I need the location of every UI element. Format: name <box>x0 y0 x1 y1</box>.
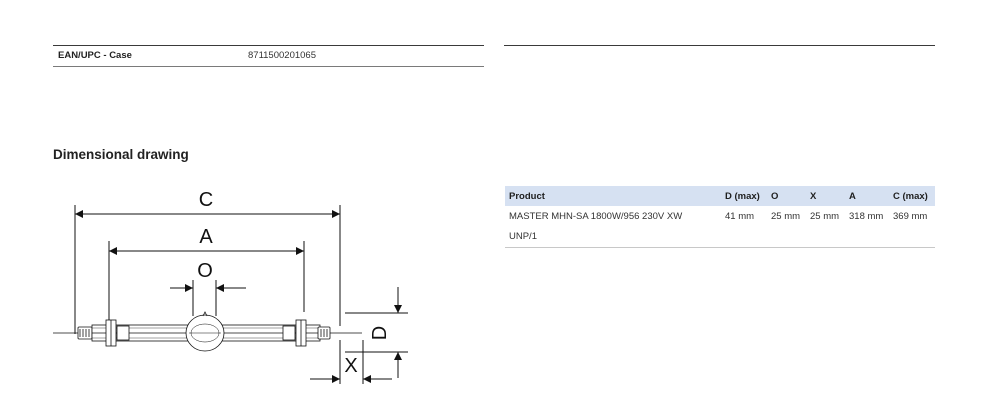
ean-bottom-rule <box>53 66 484 67</box>
section-title: Dimensional drawing <box>53 147 189 162</box>
ean-value: 8711500201065 <box>248 50 316 61</box>
td-c-max: 369 mm <box>893 211 928 222</box>
top-rule-right <box>504 45 935 46</box>
table-bottom-rule <box>505 247 935 248</box>
th-x: X <box>810 191 817 202</box>
td-product-line2: UNP/1 <box>509 231 537 242</box>
th-a: A <box>849 191 856 202</box>
th-d-max: D (max) <box>725 191 760 202</box>
td-o: 25 mm <box>771 211 801 222</box>
dim-label-c: C <box>199 189 213 211</box>
td-product-line1: MASTER MHN-SA 1800W/956 230V XW <box>509 211 683 222</box>
td-d-max: 41 mm <box>725 211 755 222</box>
th-c-max: C (max) <box>893 191 928 202</box>
dim-label-a: A <box>199 226 213 248</box>
ean-label: EAN/UPC - Case <box>58 50 132 61</box>
top-rule-left <box>53 45 484 46</box>
dim-label-o: O <box>197 260 213 282</box>
dim-label-d: D <box>369 326 391 340</box>
lamp-illustration <box>53 311 362 352</box>
td-x: 25 mm <box>810 211 840 222</box>
table-header-row: Product D (max) O X A C (max) <box>505 186 935 206</box>
th-product: Product <box>509 191 545 202</box>
dim-label-x: X <box>344 355 357 377</box>
td-a: 318 mm <box>849 211 884 222</box>
th-o: O <box>771 191 779 202</box>
